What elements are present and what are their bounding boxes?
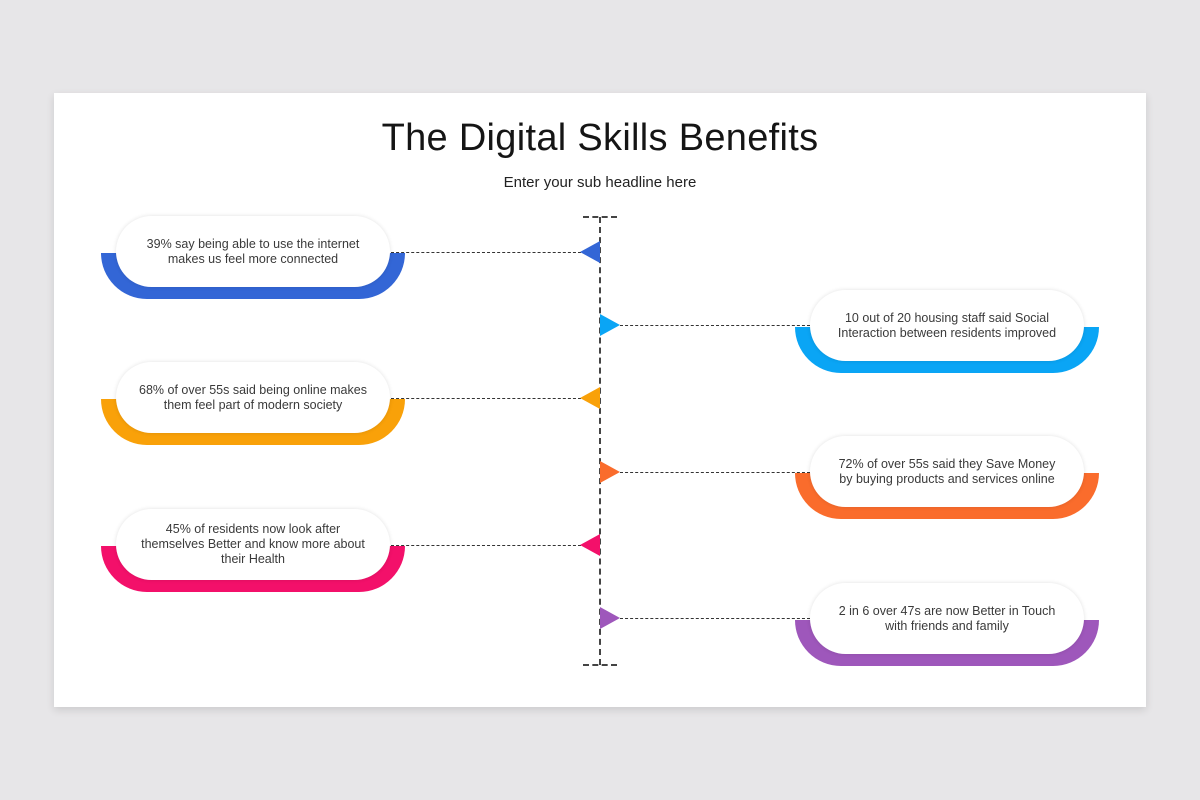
triangle-left-icon <box>580 534 600 556</box>
slide-title: The Digital Skills Benefits <box>381 117 819 159</box>
benefit-card: 72% of over 55s said they Save Money by … <box>795 436 1099 520</box>
connector-line <box>391 252 581 253</box>
benefit-card: 2 in 6 over 47s are now Better in Touch … <box>795 583 1099 667</box>
connector-line <box>620 618 810 619</box>
card-text: 45% of residents now look after themselv… <box>116 509 390 580</box>
card-text: 39% say being able to use the internet m… <box>116 216 390 287</box>
triangle-left-icon <box>580 387 600 409</box>
slide: The Digital Skills Benefits Enter your s… <box>54 93 1146 707</box>
axis-bottom-cap <box>583 664 617 666</box>
benefit-card: 45% of residents now look after themselv… <box>101 509 405 593</box>
card-text: 68% of over 55s said being online makes … <box>116 362 390 433</box>
connector-line <box>620 472 810 473</box>
connector-line <box>391 398 581 399</box>
benefit-card: 39% say being able to use the internet m… <box>101 216 405 300</box>
triangle-right-icon <box>600 607 620 629</box>
connector-line <box>391 545 581 546</box>
connector-line <box>620 325 810 326</box>
triangle-right-icon <box>600 461 620 483</box>
card-text: 72% of over 55s said they Save Money by … <box>810 436 1084 507</box>
slide-subtitle: Enter your sub headline here <box>503 174 697 191</box>
card-text: 10 out of 20 housing staff said Social I… <box>810 290 1084 361</box>
triangle-right-icon <box>600 314 620 336</box>
benefit-card: 10 out of 20 housing staff said Social I… <box>795 290 1099 374</box>
triangle-left-icon <box>580 241 600 263</box>
benefit-card: 68% of over 55s said being online makes … <box>101 362 405 446</box>
timeline-axis <box>599 217 601 665</box>
card-text: 2 in 6 over 47s are now Better in Touch … <box>810 583 1084 654</box>
